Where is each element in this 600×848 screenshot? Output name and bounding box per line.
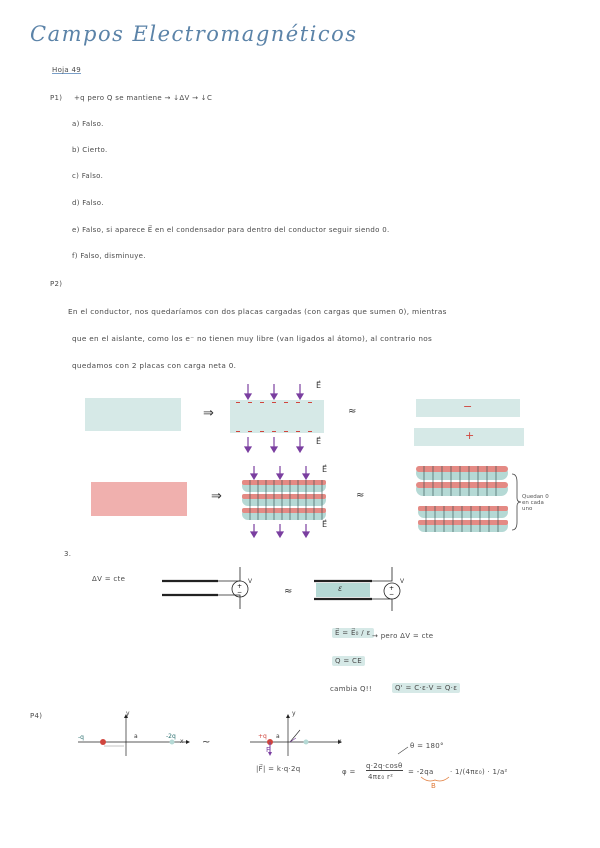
svg-text:−: − bbox=[237, 589, 242, 596]
p1-answer-d: d) Falso. bbox=[72, 199, 104, 207]
p3-label: 3. bbox=[64, 550, 72, 558]
distance-a-label-2: a bbox=[276, 733, 280, 740]
dielectric-slab bbox=[316, 583, 370, 597]
charge-left-label: -q bbox=[78, 734, 84, 741]
p1-answer-a: a) Falso. bbox=[72, 120, 104, 128]
plus-sign: + bbox=[465, 429, 475, 442]
p1-line: +q pero Q se mantiene → ↓ΔV → ↓C bbox=[74, 94, 213, 102]
equiv-arrow-2: ≈ bbox=[356, 490, 365, 501]
p3-field-note: → pero ΔV = cte bbox=[372, 632, 434, 640]
insulator-dipoles-diagram bbox=[242, 466, 326, 539]
p4-phi-right: · 1/(4πε₀) · 1/a² bbox=[450, 768, 508, 776]
p4-phi-num: q·2q·cosθ bbox=[366, 762, 403, 771]
field-label-bottom: E⃗ bbox=[316, 437, 322, 446]
field-arrows-top-2 bbox=[249, 466, 311, 481]
p1-answer-e: e) Falso, si aparece E⃗ en el condensado… bbox=[72, 226, 390, 234]
bracket-note-line-2: en cada bbox=[522, 500, 544, 506]
p2-text-line-3: quedamos con 2 placas con carga neta 0. bbox=[72, 361, 237, 370]
insulator-block bbox=[91, 482, 187, 516]
p2-text-line-1: En el conductor, nos quedaríamos con dos… bbox=[68, 307, 447, 316]
force-label: F bbox=[266, 746, 271, 754]
page-title: Campos Electromagnéticos bbox=[30, 22, 358, 46]
minus-sign: − bbox=[463, 400, 473, 413]
implies-arrow-2: ⇒ bbox=[211, 489, 222, 504]
axis-x-label-2: x bbox=[338, 738, 342, 745]
bracket bbox=[511, 473, 522, 531]
field-arrows-top bbox=[243, 384, 305, 401]
field-arrows-bottom-2 bbox=[249, 524, 311, 539]
implies-arrow-1: ⇒ bbox=[203, 406, 214, 421]
charges-axis-diagram-2 bbox=[250, 714, 342, 756]
p2-label: P2) bbox=[50, 280, 63, 288]
p1-answer-c: c) Falso. bbox=[72, 172, 104, 180]
p3-q-eq: Q = CE bbox=[332, 656, 365, 666]
svg-text:+: + bbox=[237, 583, 242, 590]
separated-dipoles-diagram bbox=[416, 466, 508, 532]
equiv-arrow-1: ≈ bbox=[348, 406, 357, 417]
charge-right-marker bbox=[169, 739, 175, 745]
charge-right-label: -2q bbox=[166, 733, 176, 740]
bracket-note-line-3: uno bbox=[522, 506, 533, 512]
p4-phi-mid: = -2qa bbox=[408, 768, 434, 776]
volt-label-1: V bbox=[248, 578, 253, 585]
section-tag: Hoja 49 bbox=[52, 66, 82, 74]
tilde: ~ bbox=[202, 737, 211, 748]
p4-magnitude: |F⃗| = k·q·2q bbox=[256, 765, 301, 773]
conductor-slab bbox=[230, 400, 324, 433]
conductor-block bbox=[85, 398, 181, 431]
volt-label-2: V bbox=[400, 578, 405, 585]
dipole-grid bbox=[242, 480, 326, 520]
p3-q-prime: Q' = C·ε·V = Q·ε bbox=[392, 683, 461, 693]
field-label-top-2: E⃗ bbox=[322, 465, 328, 474]
axis-x-label-1: x bbox=[180, 738, 184, 745]
approx-sign: ≈ bbox=[284, 586, 293, 597]
theta-pointer bbox=[397, 746, 409, 755]
capacitor-circuit-2: + − bbox=[314, 567, 401, 611]
charge-left-marker bbox=[100, 739, 106, 745]
distance-a-label-1: a bbox=[134, 733, 138, 740]
bracket-note: Quedan 0 en cada uno bbox=[522, 494, 549, 512]
p4-phi-left: φ = bbox=[342, 768, 356, 776]
p3-change: cambia Q!! bbox=[330, 685, 372, 693]
p4-theta: θ = 180° bbox=[410, 742, 444, 750]
axis-y-label-1: y bbox=[126, 710, 130, 717]
p1-answer-b: b) Cierto. bbox=[72, 146, 108, 154]
charge-pos-label: +q bbox=[258, 733, 267, 740]
positive-charges bbox=[236, 431, 312, 432]
dielectric-label: ε bbox=[338, 584, 343, 593]
capacitor-circuit-1: + − bbox=[162, 567, 249, 609]
negative-plate: − bbox=[416, 399, 520, 417]
p4-phi-den: 4πε₀ r² bbox=[368, 773, 394, 781]
bracket-note-line-1: Quedan 0 bbox=[522, 494, 549, 500]
axis-y-label-2: y bbox=[292, 710, 296, 717]
p3-field-eq: E⃗ = E⃗₀ / ε bbox=[332, 628, 374, 638]
charges-axis-diagram-1 bbox=[78, 714, 190, 756]
charge-neg-marker bbox=[303, 739, 309, 745]
field-arrows-bottom bbox=[243, 437, 305, 454]
p2-text-line-2: que en el aislante, como los e⁻ no tiene… bbox=[72, 334, 433, 343]
p3-dv: ΔV = cte bbox=[92, 575, 126, 583]
field-label-bottom-2: E⃗ bbox=[322, 520, 328, 529]
conductor-field-diagram bbox=[230, 384, 324, 454]
positive-plate: + bbox=[414, 428, 524, 446]
svg-text:−: − bbox=[389, 591, 394, 598]
p4-phi-under: B bbox=[431, 782, 437, 790]
underbrace bbox=[420, 776, 450, 782]
negative-charges bbox=[236, 402, 312, 403]
p1-answer-f: f) Falso, disminuye. bbox=[72, 252, 146, 260]
svg-text:+: + bbox=[389, 585, 394, 592]
field-label-top: E⃗ bbox=[316, 381, 322, 390]
p4-label: P4) bbox=[30, 712, 43, 720]
p1-label: P1) bbox=[50, 94, 63, 102]
